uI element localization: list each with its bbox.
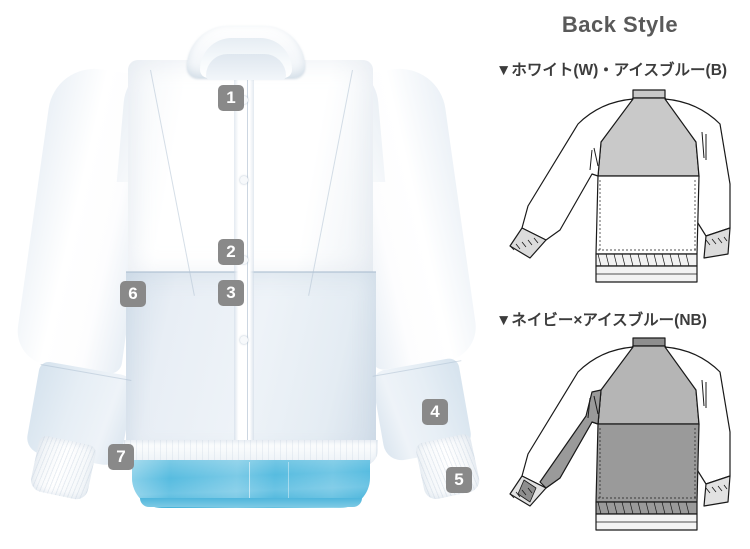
callout-badge-2: 2	[218, 239, 244, 265]
jacket-front-photo: 1 2 3 4 5 6 7	[13, 26, 482, 508]
callout-badge-4: 4	[422, 399, 448, 425]
callout-badge-3: 3	[218, 280, 244, 306]
back-illustration-white-iceblue	[509, 89, 731, 283]
callout-badge-1: 1	[218, 85, 244, 111]
product-photo-panel: 1 2 3 4 5 6 7	[13, 26, 482, 508]
variant-label-white-iceblue: ▼ホワイト(W)・アイスブルー(B)	[496, 62, 728, 79]
variant-label-navy-iceblue: ▼ネイビー×アイスブルー(NB)	[496, 312, 707, 329]
lining-hem-edge	[140, 498, 362, 507]
front-placket-edge	[247, 70, 248, 462]
callout-badge-7: 7	[108, 444, 134, 470]
back-illustration-navy-iceblue	[509, 337, 731, 531]
callout-badge-5: 5	[446, 467, 472, 493]
placket-button	[240, 176, 248, 184]
back-style-title: Back Style	[561, 12, 679, 37]
placket-button	[240, 336, 248, 344]
back-style-panel: Back Style ▼ホワイト(W)・アイスブルー(B)	[490, 0, 750, 549]
placket-button	[240, 256, 248, 264]
lining-fold	[249, 462, 250, 506]
left-knit-cuff-ribbing	[28, 434, 98, 502]
neck-opening	[206, 54, 286, 80]
lining-fold	[288, 462, 289, 506]
placket-button	[240, 96, 248, 104]
callout-badge-6: 6	[120, 281, 146, 307]
